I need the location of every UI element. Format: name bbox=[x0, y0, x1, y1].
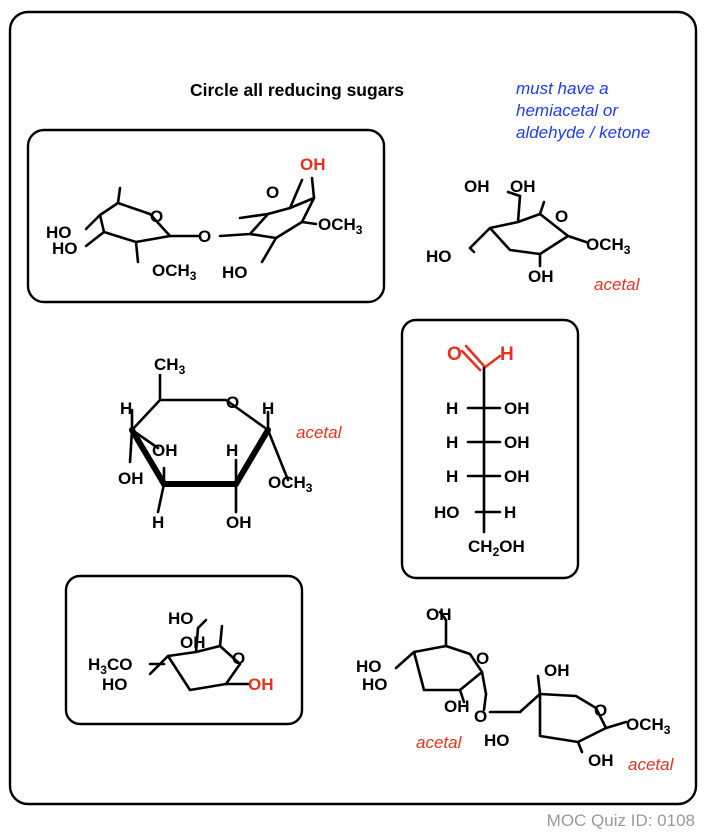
m4-aldehyde-h: H bbox=[500, 344, 514, 365]
m4-row2-left: H bbox=[446, 433, 458, 452]
m3-acetal-label: acetal bbox=[296, 423, 343, 442]
m4-row1-left: H bbox=[446, 399, 458, 418]
molecule-methyl-galactoside[interactable]: OH OH HO O OCH3 OH acetal bbox=[426, 177, 641, 294]
m1-och3-bottom: OCH3 bbox=[152, 261, 197, 283]
hint-line-3: aldehyde / ketone bbox=[516, 123, 650, 142]
m4-ch2oh: CH2OH bbox=[468, 537, 525, 559]
quiz-id-footer: MOC Quiz ID: 0108 bbox=[547, 811, 695, 830]
m5-ho: HO bbox=[102, 675, 128, 694]
answer-circle-box-2 bbox=[400, 318, 580, 580]
m5-oh-red: OH bbox=[248, 675, 274, 694]
m2-oh-3: OH bbox=[528, 267, 554, 286]
m6-ho-2: HO bbox=[362, 675, 388, 694]
m1-ring-o-1: O bbox=[150, 207, 163, 226]
m2-oh-2: OH bbox=[510, 177, 536, 196]
m1-ring-o-2: O bbox=[266, 183, 279, 202]
m6-acetal-label-left: acetal bbox=[416, 733, 463, 752]
m1-ho-3: HO bbox=[222, 263, 248, 282]
m6-acetal-label-right: acetal bbox=[628, 755, 675, 774]
m4-row4-right: H bbox=[504, 503, 516, 522]
m3-ch3: CH3 bbox=[154, 355, 186, 377]
hint-line-1: must have a bbox=[516, 79, 609, 98]
molecule-hemiacetal-methyl-ether[interactable]: HO OH H3CO HO O OH bbox=[64, 574, 304, 726]
m2-ho: HO bbox=[426, 247, 452, 266]
answer-circle-box-3 bbox=[64, 574, 304, 726]
m1-ho-1: HO bbox=[46, 223, 72, 242]
m5-oh-top: OH bbox=[180, 633, 206, 652]
m5-methoxy: H3CO bbox=[88, 655, 132, 677]
m6-oh-top: OH bbox=[426, 605, 452, 624]
m6-och3: OCH3 bbox=[626, 715, 671, 737]
m4-row3-left: H bbox=[446, 467, 458, 486]
m6-ring-o-1: O bbox=[476, 649, 489, 668]
m2-acetal-label: acetal bbox=[594, 275, 641, 294]
m3-h-3: H bbox=[226, 441, 238, 460]
m5-ho-top: HO bbox=[168, 609, 194, 628]
m2-ring-o: O bbox=[555, 207, 568, 226]
m4-row3-right: OH bbox=[504, 467, 530, 486]
m6-oh-top-2: OH bbox=[544, 661, 570, 680]
m4-aldehyde-o: O bbox=[447, 344, 462, 365]
page-title: Circle all reducing sugars bbox=[190, 80, 404, 100]
m3-h-2: H bbox=[262, 399, 274, 418]
hint-line-2: hemiacetal or bbox=[516, 101, 619, 120]
outer-frame bbox=[8, 10, 698, 806]
m1-ho-2: HO bbox=[52, 239, 78, 258]
molecule-fischer-aldose[interactable]: O H H OH H OH H OH HO H CH2OH bbox=[400, 318, 580, 580]
m3-oh-2: OH bbox=[118, 469, 144, 488]
m6-ho-1: HO bbox=[356, 657, 382, 676]
m3-ring-o: O bbox=[226, 393, 239, 412]
m4-row1-right: OH bbox=[504, 399, 530, 418]
m3-oh-1: OH bbox=[152, 441, 178, 460]
molecule-disaccharide-acetal[interactable]: OH HO HO O OH O OH O OCH3 HO OH acetal a… bbox=[356, 605, 675, 774]
m1-och3-right: OCH3 bbox=[318, 215, 363, 237]
m3-h-4: H bbox=[152, 513, 164, 532]
m2-oh-1: OH bbox=[464, 177, 490, 196]
molecule-disaccharide-methyl[interactable]: OH HO HO O O O OCH3 OCH3 HO bbox=[26, 128, 386, 304]
m6-ho-3: HO bbox=[484, 731, 510, 750]
answer-circle-box-1 bbox=[26, 128, 386, 304]
m3-oh-3: OH bbox=[226, 513, 252, 532]
m3-h-1: H bbox=[120, 399, 132, 418]
m5-ring-o: O bbox=[232, 649, 245, 668]
m2-och3: OCH3 bbox=[586, 235, 631, 257]
hint-note: must have a hemiacetal or aldehyde / ket… bbox=[516, 79, 650, 142]
m4-row2-right: OH bbox=[504, 433, 530, 452]
m6-link-o: O bbox=[474, 707, 487, 726]
molecule-chair-glycoside[interactable]: CH3 O H H OH H OH OCH3 H OH acetal bbox=[118, 355, 343, 532]
m6-ring-o-2: O bbox=[594, 701, 607, 720]
m6-oh-mid: OH bbox=[444, 697, 470, 716]
m6-oh-bottom: OH bbox=[588, 751, 614, 770]
m1-oh-red: OH bbox=[300, 155, 326, 174]
m3-och3: OCH3 bbox=[268, 473, 313, 495]
m4-row4-left: HO bbox=[434, 503, 460, 522]
m1-link-o: O bbox=[198, 227, 211, 246]
